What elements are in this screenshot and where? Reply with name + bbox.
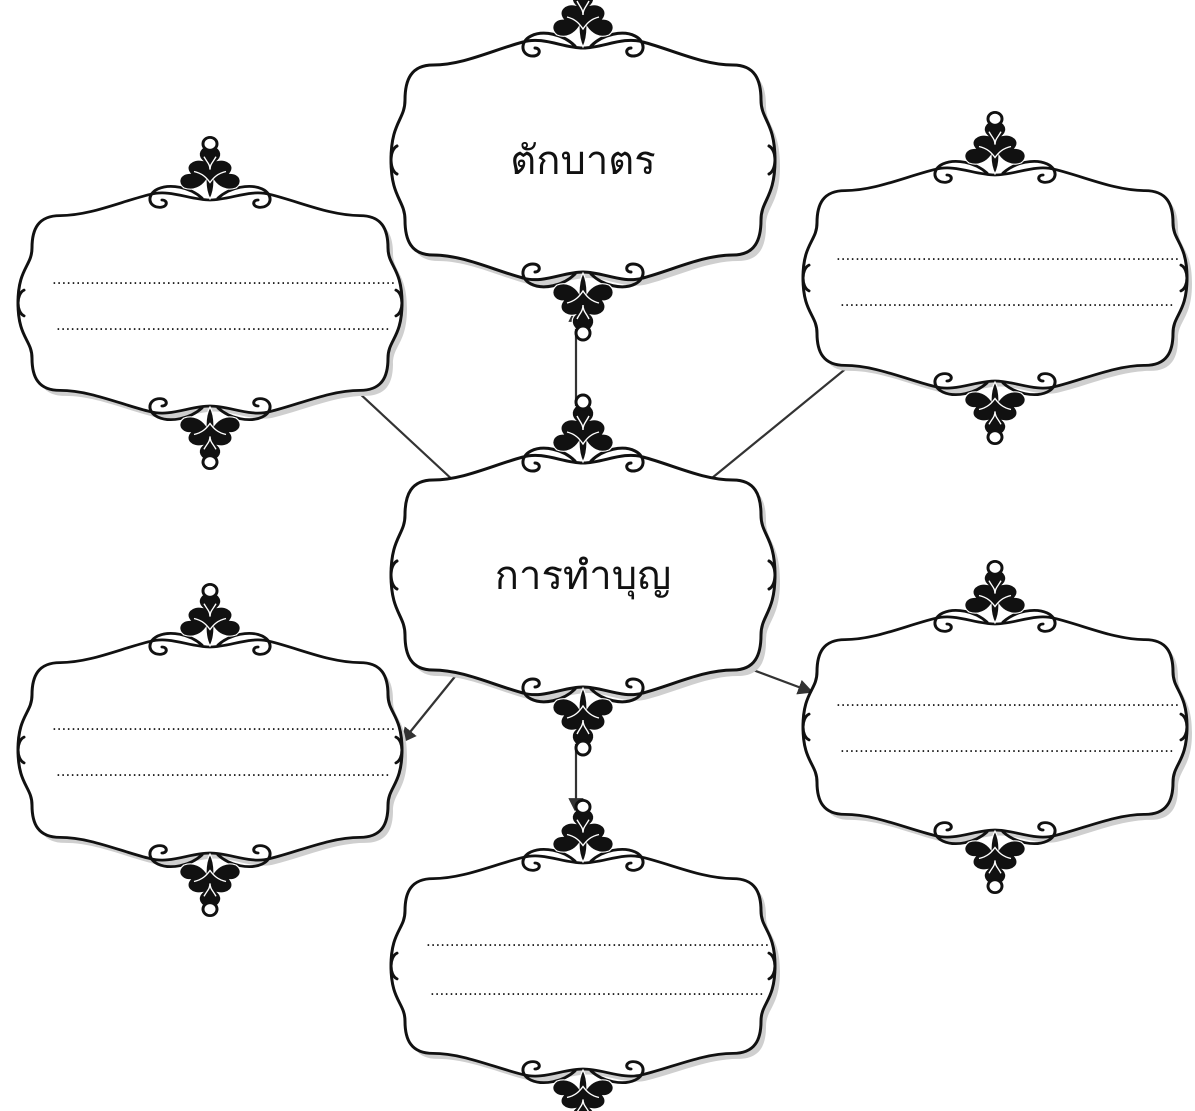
node-top-label: ตักบาตร <box>510 138 656 184</box>
node-top-right-line-1: ........................................… <box>836 246 1179 264</box>
node-bottom-left-line-1: ........................................… <box>52 716 395 734</box>
node-bottom-right-lines: ........................................… <box>836 692 1179 756</box>
ornamental-frame-icon <box>803 112 1192 443</box>
node-bottom-line-1: ........................................… <box>426 932 769 950</box>
ornamental-frame-icon <box>18 584 407 915</box>
node-top-left-line-2: ........................................… <box>56 316 390 334</box>
ornamental-frame-icon <box>18 137 407 468</box>
ornamental-frame-icon <box>391 800 780 1111</box>
node-bottom-line-2: ........................................… <box>430 981 764 999</box>
node-bottom-right <box>803 561 1192 892</box>
center-label: การทำบุญ <box>495 553 671 600</box>
node-top-right-lines: ........................................… <box>836 246 1179 310</box>
node-bottom-left-line-2: ........................................… <box>56 762 390 780</box>
ornamental-frame-icon <box>803 561 1192 892</box>
node-top-right <box>803 112 1192 443</box>
node-bottom-right-line-1: ........................................… <box>836 692 1179 710</box>
node-top: ตักบาตร <box>391 0 780 340</box>
node-center: การทำบุญ <box>391 395 780 755</box>
node-top-left <box>18 137 407 468</box>
node-bottom-right-line-2: ........................................… <box>840 738 1174 756</box>
node-bottom-left-lines: ........................................… <box>52 716 395 780</box>
node-bottom-left <box>18 584 407 915</box>
node-bottom-lines: ........................................… <box>426 932 769 999</box>
node-top-left-line-1: ........................................… <box>52 270 395 288</box>
node-bottom <box>391 800 780 1111</box>
node-top-right-line-2: ........................................… <box>840 292 1174 310</box>
node-top-left-lines: ........................................… <box>52 270 395 334</box>
